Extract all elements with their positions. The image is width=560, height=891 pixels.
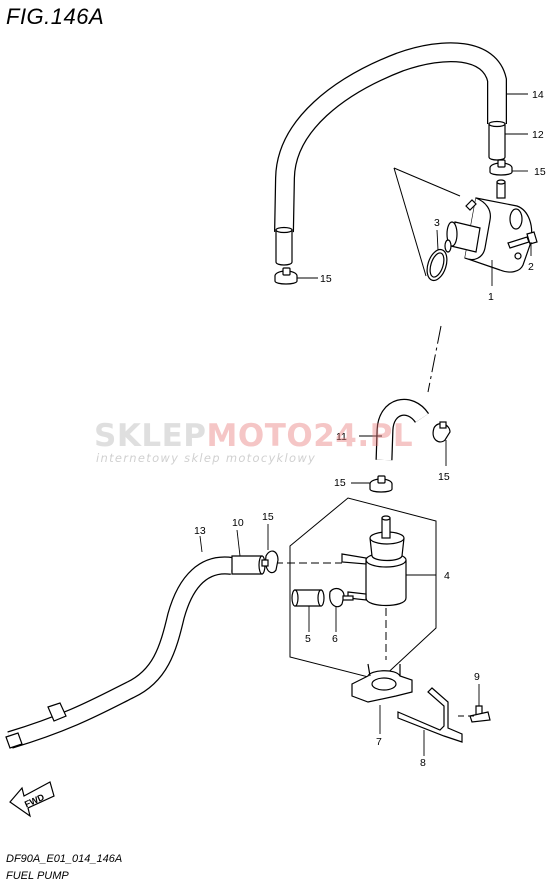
watermark-tagline: internetowy sklep motocyklowy [96,451,317,465]
clamp-upper-left [274,267,298,285]
leader-lines [199,93,532,756]
callout-7: 7 [376,736,382,748]
callout-1: 1 [488,291,494,303]
callout-labels: 14 12 15 3 2 1 15 11 15 15 13 10 15 4 5 … [194,89,546,769]
filter-box [289,497,437,681]
upper-fuel-hose [274,42,507,233]
callout-8: 8 [420,757,426,769]
callout-15-clamp-d: 15 [334,477,346,489]
callout-10: 10 [232,517,244,529]
hose-end-connectors [275,120,506,266]
pipe-5 [291,589,325,607]
callout-3: 3 [434,217,440,229]
callout-11: 11 [336,431,347,443]
bracket-bolt [469,705,491,723]
callout-4: 4 [444,570,450,582]
callout-14: 14 [532,89,544,101]
fwd-arrow: FWD [9,781,55,818]
callout-15-clamp-e: 15 [262,511,274,523]
o-ring [426,248,448,282]
callout-15-clamp-a: 15 [534,166,546,178]
filter-leader-dashes [275,562,387,660]
clamp-center [369,475,393,493]
callout-13: 13 [194,525,206,537]
clamp-hose-11 [432,421,451,443]
callout-15-clamp-b: 15 [320,273,332,285]
callout-2: 2 [528,261,534,273]
callout-9: 9 [474,671,480,683]
hose-11 [375,398,430,461]
callout-12: 12 [532,129,544,141]
fuel-pump [444,179,533,273]
clamp-lower [261,550,279,574]
callout-5: 5 [305,633,311,645]
pump-bolt [507,231,538,249]
clamp-upper-right [489,159,513,176]
lower-fuel-hose [7,556,234,749]
callout-6: 6 [332,633,338,645]
clamp-6 [329,587,354,608]
filter-bracket [351,663,413,703]
mounting-bracket [397,687,463,743]
pump-outline [393,167,461,393]
drawing-name: FUEL PUMP [6,870,69,882]
fuel-filter [341,515,407,607]
drawing-code: DF90A_E01_014_146A [6,853,123,865]
watermark-brand-gray: SKLEP [94,418,207,454]
figure-title: FIG.146A [6,4,105,29]
watermark-brand: SKLEPMOTO24.PL [94,418,413,454]
watermark-brand-red: MOTO [206,418,314,454]
callout-15-clamp-c: 15 [438,471,450,483]
watermark-brand-tail: 24.PL [313,418,414,454]
